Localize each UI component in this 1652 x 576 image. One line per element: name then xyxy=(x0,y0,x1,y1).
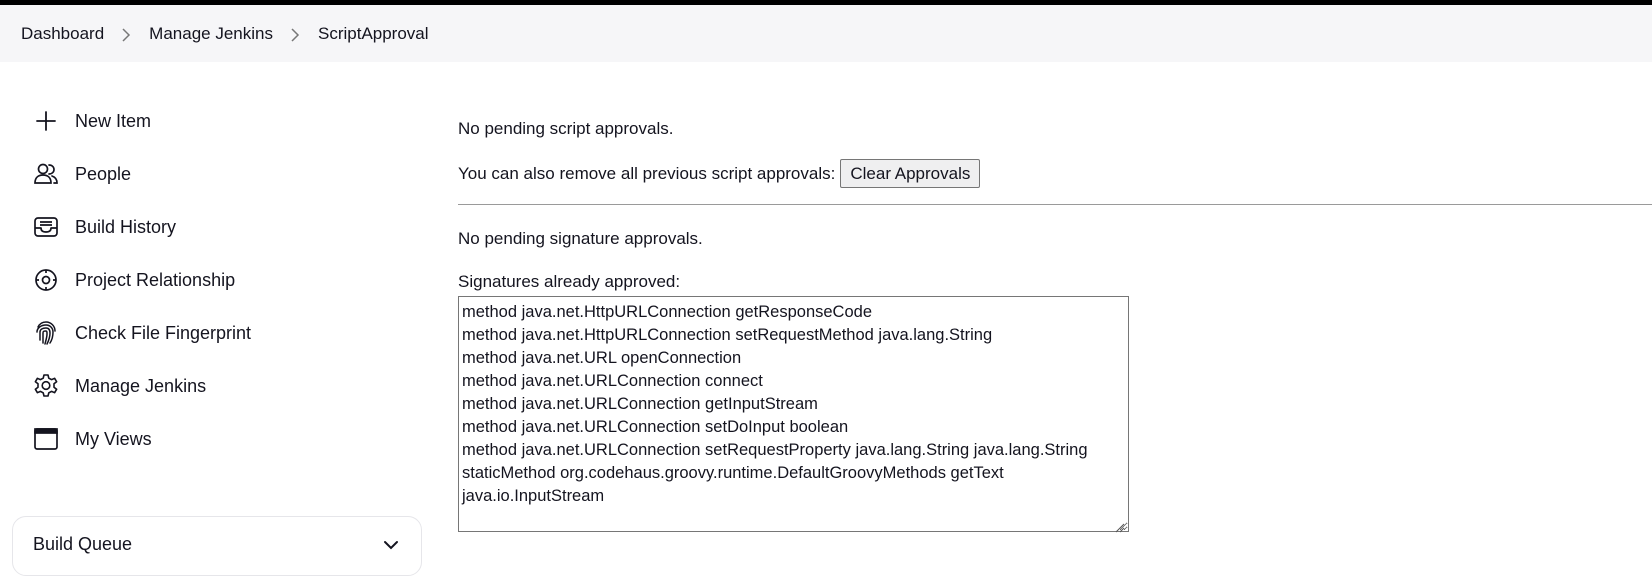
sidebar-item-label: My Views xyxy=(75,428,152,449)
relationship-icon xyxy=(32,266,60,294)
breadcrumb-dashboard[interactable]: Dashboard xyxy=(21,23,105,43)
chevron-right-icon xyxy=(121,27,131,42)
plus-icon xyxy=(32,107,60,135)
sidebar-item-project-relationship[interactable]: Project Relationship xyxy=(32,260,235,300)
sidebar-item-label: Check File Fingerprint xyxy=(75,322,252,343)
sidebar-item-build-history[interactable]: Build History xyxy=(32,207,176,247)
main-content: No pending script approvals. You can als… xyxy=(458,62,1652,562)
remove-approvals-text: You can also remove all previous script … xyxy=(458,163,836,183)
sidebar-item-manage-jenkins[interactable]: Manage Jenkins xyxy=(32,366,206,406)
breadcrumb-manage-jenkins[interactable]: Manage Jenkins xyxy=(149,23,273,43)
window-icon xyxy=(32,425,60,453)
build-queue-title: Build Queue xyxy=(33,534,133,554)
no-pending-signatures-text: No pending signature approvals. xyxy=(458,229,703,248)
gear-icon xyxy=(32,372,60,400)
chevron-right-icon xyxy=(290,27,300,42)
sidebar: New Item People Build History xyxy=(0,62,440,562)
chevron-down-icon[interactable] xyxy=(383,537,399,555)
top-bar xyxy=(0,0,1652,5)
sidebar-item-label: Manage Jenkins xyxy=(75,375,207,396)
breadcrumb-script-approval[interactable]: ScriptApproval xyxy=(317,23,429,43)
sidebar-item-label: Build History xyxy=(75,216,177,237)
clear-approvals-button[interactable]: Clear Approvals xyxy=(840,159,981,188)
build-queue-panel: Build Queue xyxy=(12,516,422,576)
no-pending-scripts-text: No pending script approvals. xyxy=(458,119,674,138)
fingerprint-icon xyxy=(32,319,60,347)
breadcrumb: Dashboard Manage Jenkins ScriptApproval xyxy=(0,5,1652,62)
sidebar-item-new-item[interactable]: New Item xyxy=(32,101,151,141)
sidebar-item-people[interactable]: People xyxy=(32,154,131,194)
sidebar-item-label: People xyxy=(75,163,132,184)
sidebar-item-label: New Item xyxy=(75,110,152,131)
people-icon xyxy=(32,160,60,188)
sidebar-item-label: Project Relationship xyxy=(75,269,236,290)
divider xyxy=(458,204,1652,205)
remove-approvals-row: You can also remove all previous script … xyxy=(458,159,981,188)
inbox-icon xyxy=(32,213,60,241)
signatures-label: Signatures already approved: xyxy=(458,272,681,291)
sidebar-item-my-views[interactable]: My Views xyxy=(32,419,152,459)
sidebar-item-check-file-fingerprint[interactable]: Check File Fingerprint xyxy=(32,313,251,353)
approved-signatures-textarea[interactable]: method java.net.HttpURLConnection getRes… xyxy=(458,296,1129,532)
